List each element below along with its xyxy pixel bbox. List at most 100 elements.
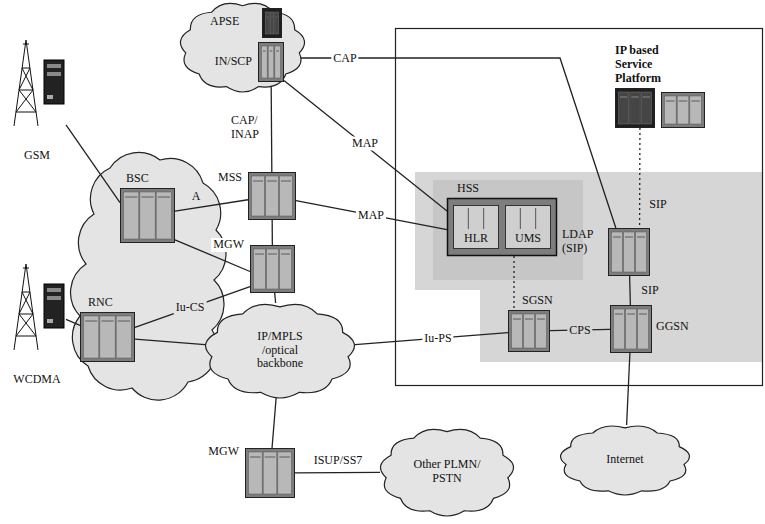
server-frame <box>121 189 175 243</box>
base-station-cabinet <box>44 60 64 104</box>
server-slot <box>267 17 269 18</box>
server-slot <box>620 97 627 98</box>
server-slot <box>268 254 277 255</box>
label-holder: IP based Service Platform <box>615 44 677 86</box>
sub-graphic <box>506 206 551 249</box>
label-holder: MAP <box>350 136 380 151</box>
core-frame <box>396 29 763 386</box>
edge-label: MAP <box>350 137 380 151</box>
node-label: MGW <box>211 238 246 252</box>
label-holder: IN/SCP <box>213 54 254 69</box>
server-slot <box>270 51 273 52</box>
server-graphic <box>251 246 295 293</box>
label-holder: CPS <box>567 323 592 338</box>
label-holder: IP/MPLS /optical backbone <box>205 303 355 398</box>
connector <box>627 353 630 425</box>
edge-label: MAP <box>356 209 386 223</box>
antenna-tower <box>14 40 38 126</box>
server-node: GGSN <box>610 305 652 353</box>
label-holder: UMS <box>505 232 551 246</box>
service-platform: IP based Service Platform <box>615 88 705 128</box>
label-holder: ISUP/SS7 <box>312 453 365 468</box>
label-holder: MSS <box>216 170 244 185</box>
edge-label: SIP <box>639 284 660 298</box>
server-unit: UMS <box>505 205 551 249</box>
server-slot <box>631 97 638 98</box>
server-slot <box>537 319 545 320</box>
access-network-cloud <box>71 152 226 400</box>
server-panel <box>140 192 155 239</box>
server-slot <box>250 457 261 458</box>
server-panel <box>84 316 99 358</box>
platform-shape <box>615 88 705 128</box>
server-panel <box>116 316 131 358</box>
server-slot <box>535 208 536 229</box>
server-shape <box>608 228 650 276</box>
server-slot <box>468 208 469 229</box>
server-panel <box>614 309 625 349</box>
server-frame <box>611 306 652 353</box>
node-label: UMS <box>513 232 543 246</box>
connector <box>270 82 272 172</box>
label-holder: MAP <box>356 208 386 223</box>
label-holder: CAP <box>331 51 358 66</box>
server-panel <box>252 176 265 216</box>
server-panel <box>254 249 266 289</box>
cabinet-panel <box>47 72 61 76</box>
label-holder: GGSN <box>656 319 689 334</box>
label-holder: MGW <box>206 444 241 459</box>
connector <box>284 80 447 210</box>
cabinet-panel <box>47 288 61 292</box>
server-panel <box>524 314 535 348</box>
server-shape <box>80 312 135 362</box>
node-label: IN/SCP <box>213 55 254 69</box>
server-node: SGSN <box>508 310 550 352</box>
server-slot <box>125 197 137 198</box>
server-frame <box>246 449 295 498</box>
server-frame <box>81 313 135 362</box>
label-holder: APSE <box>210 14 239 29</box>
server-slot <box>263 51 266 52</box>
edge-label: CAP <box>331 52 358 66</box>
connector <box>135 339 205 344</box>
node-label: LDAP (SIP) <box>562 228 604 256</box>
server-slot <box>625 237 633 238</box>
edge-label: CAP/ INAP <box>229 114 267 142</box>
server-panel <box>270 12 274 34</box>
server-graphic <box>509 311 550 352</box>
base-station: GSM <box>8 38 66 128</box>
node-label: IP/MPLS /optical backbone <box>248 330 312 371</box>
server-panel <box>267 249 279 289</box>
server-slot <box>643 97 650 98</box>
server-slot <box>639 314 647 315</box>
server-graphic <box>609 229 650 276</box>
server-node: RNC <box>80 312 135 362</box>
label-holder: Internet <box>560 425 690 495</box>
connector <box>629 276 631 305</box>
label-holder: MGW <box>211 237 246 252</box>
server-node: MSS <box>248 172 296 220</box>
label-holder: SGSN <box>522 293 553 308</box>
tower-shape <box>8 262 66 352</box>
label-holder: CAP/ INAP <box>229 114 267 142</box>
cabinet-panel <box>47 296 61 300</box>
server-panel <box>262 46 268 78</box>
server-slot <box>276 51 279 52</box>
tower-graphic <box>14 40 64 126</box>
server-panel <box>630 92 640 124</box>
edge-label: CPS <box>567 324 592 338</box>
server-slot <box>101 321 113 322</box>
node-label: HSS <box>457 182 479 196</box>
server-panel <box>280 249 292 289</box>
connector <box>295 472 380 474</box>
server-panel <box>266 12 270 34</box>
server-panel <box>624 232 635 272</box>
node-label: GGSN <box>656 320 689 334</box>
server-unit: HLR <box>453 205 499 249</box>
edge-label: Iu-PS <box>422 332 453 346</box>
server-slot <box>615 314 623 315</box>
server-frame <box>448 199 557 256</box>
connector <box>66 125 120 203</box>
node-label: HLR <box>462 232 490 246</box>
